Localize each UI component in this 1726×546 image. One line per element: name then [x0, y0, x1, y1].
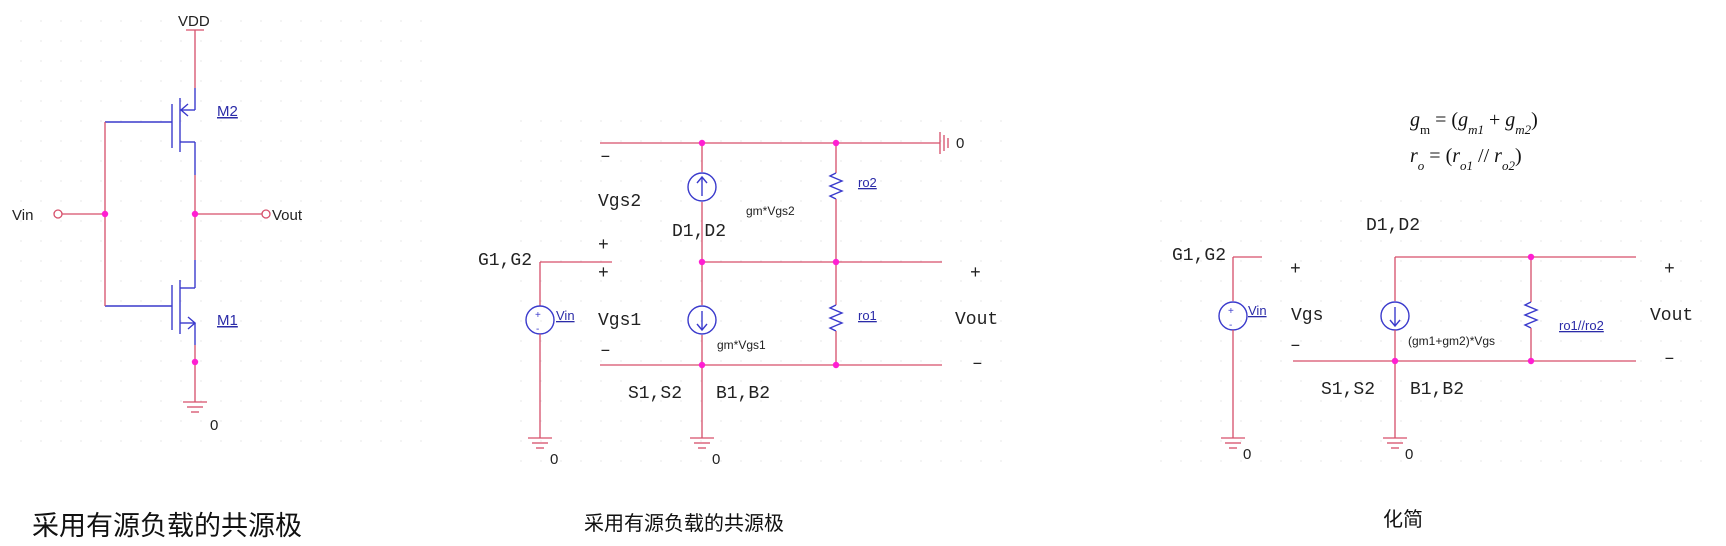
g1g2-label-middle: G1,G2: [478, 251, 532, 271]
vdd-label: VDD: [178, 13, 210, 30]
caption-middle: 采用有源负载的共源极: [584, 511, 784, 535]
svg-text:+: +: [1228, 306, 1234, 317]
ground-label-top: 0: [956, 135, 964, 152]
vgs2-label: Vgs2: [598, 192, 641, 212]
ground-label-right-left: 0: [1243, 446, 1251, 463]
ground-middle-mid: [690, 437, 714, 449]
svg-text:+: +: [535, 310, 541, 321]
resistor-ro-parallel: [1523, 301, 1539, 329]
plus-out-right: +: [1664, 260, 1675, 280]
vgs-label: Vgs: [1291, 306, 1323, 326]
s1s2-label-middle: S1,S2: [628, 384, 682, 404]
vout-label-right: Vout: [1650, 306, 1693, 326]
gm-vgs1-label: gm*Vgs1: [717, 338, 766, 352]
vin-label-middle: Vin: [556, 308, 575, 323]
ground-right-mid: [1383, 437, 1407, 449]
svg-text:-: -: [1229, 320, 1232, 331]
ground-label-middle-left: 0: [550, 451, 558, 468]
vout-label: Vout: [272, 207, 303, 224]
current-source-gm-vgs1: [687, 305, 717, 335]
grid-right: [1160, 190, 1705, 470]
formula-gm: gm = (gm1 + gm2): [1410, 109, 1538, 137]
ground-right-left: [1221, 437, 1245, 449]
vout-label-middle: Vout: [955, 310, 998, 330]
current-source-gm-vgs2: [687, 172, 717, 202]
right-circuit: gm = (gm1 + gm2) ro = (ro1 // ro2) + -: [1172, 109, 1693, 531]
minus-out-right: –: [1664, 349, 1675, 369]
minus-in-middle: –: [600, 341, 611, 361]
pmos-m2: [105, 88, 196, 175]
minus-top: –: [600, 147, 611, 167]
resistor-ro1: [828, 304, 844, 332]
m2-label: M2: [217, 103, 238, 120]
ground-label-left: 0: [210, 417, 218, 434]
vin-label-right: Vin: [1248, 303, 1267, 318]
minus-in-right: –: [1290, 336, 1301, 356]
gm-sum-label: (gm1+gm2)*Vgs: [1408, 334, 1495, 348]
svg-text:-: -: [536, 324, 539, 335]
plus-in-right: +: [1290, 260, 1301, 280]
caption-right: 化简: [1383, 507, 1423, 531]
ro1-label: ro1: [858, 308, 877, 323]
gm-vgs2-label: gm*Vgs2: [746, 204, 795, 218]
vgs1-label: Vgs1: [598, 311, 641, 331]
nmos-m1: [105, 260, 197, 345]
vout-terminal: [261, 209, 271, 219]
ground-middle-left: [528, 437, 552, 449]
ground-left: [183, 401, 207, 413]
m1-label: M1: [217, 312, 238, 329]
caption-left: 采用有源负载的共源极: [32, 511, 302, 541]
g1g2-label-right: G1,G2: [1172, 246, 1226, 266]
left-circuit: VDD Vin Vout M2 M1 0 采用有源负载的共源极: [12, 13, 303, 542]
vin-label: Vin: [12, 207, 33, 224]
ground-label-middle-mid: 0: [712, 451, 720, 468]
grid-middle: [520, 105, 1020, 470]
plus-b: +: [598, 264, 609, 284]
d1d2-label-middle: D1,D2: [672, 222, 726, 242]
plus-out-middle: +: [970, 264, 981, 284]
ground-label-right-mid: 0: [1405, 446, 1413, 463]
s1s2-label-right: S1,S2: [1321, 380, 1375, 400]
ro-parallel-label: ro1//ro2: [1559, 318, 1604, 333]
b1b2-label-right: B1,B2: [1410, 380, 1464, 400]
middle-circuit: + - 0 – Vgs2 D1,D2 gm*Vgs2 ro2 + G1,G2 +…: [478, 132, 998, 535]
d1d2-label-right: D1,D2: [1366, 216, 1420, 236]
minus-out-middle: –: [972, 354, 983, 374]
formula-ro: ro = (ro1 // ro2): [1410, 145, 1522, 173]
ro2-label: ro2: [858, 175, 877, 190]
b1b2-label-middle: B1,B2: [716, 384, 770, 404]
resistor-ro2: [828, 172, 844, 200]
plus-a: +: [598, 236, 609, 256]
grid-left: [10, 10, 440, 450]
